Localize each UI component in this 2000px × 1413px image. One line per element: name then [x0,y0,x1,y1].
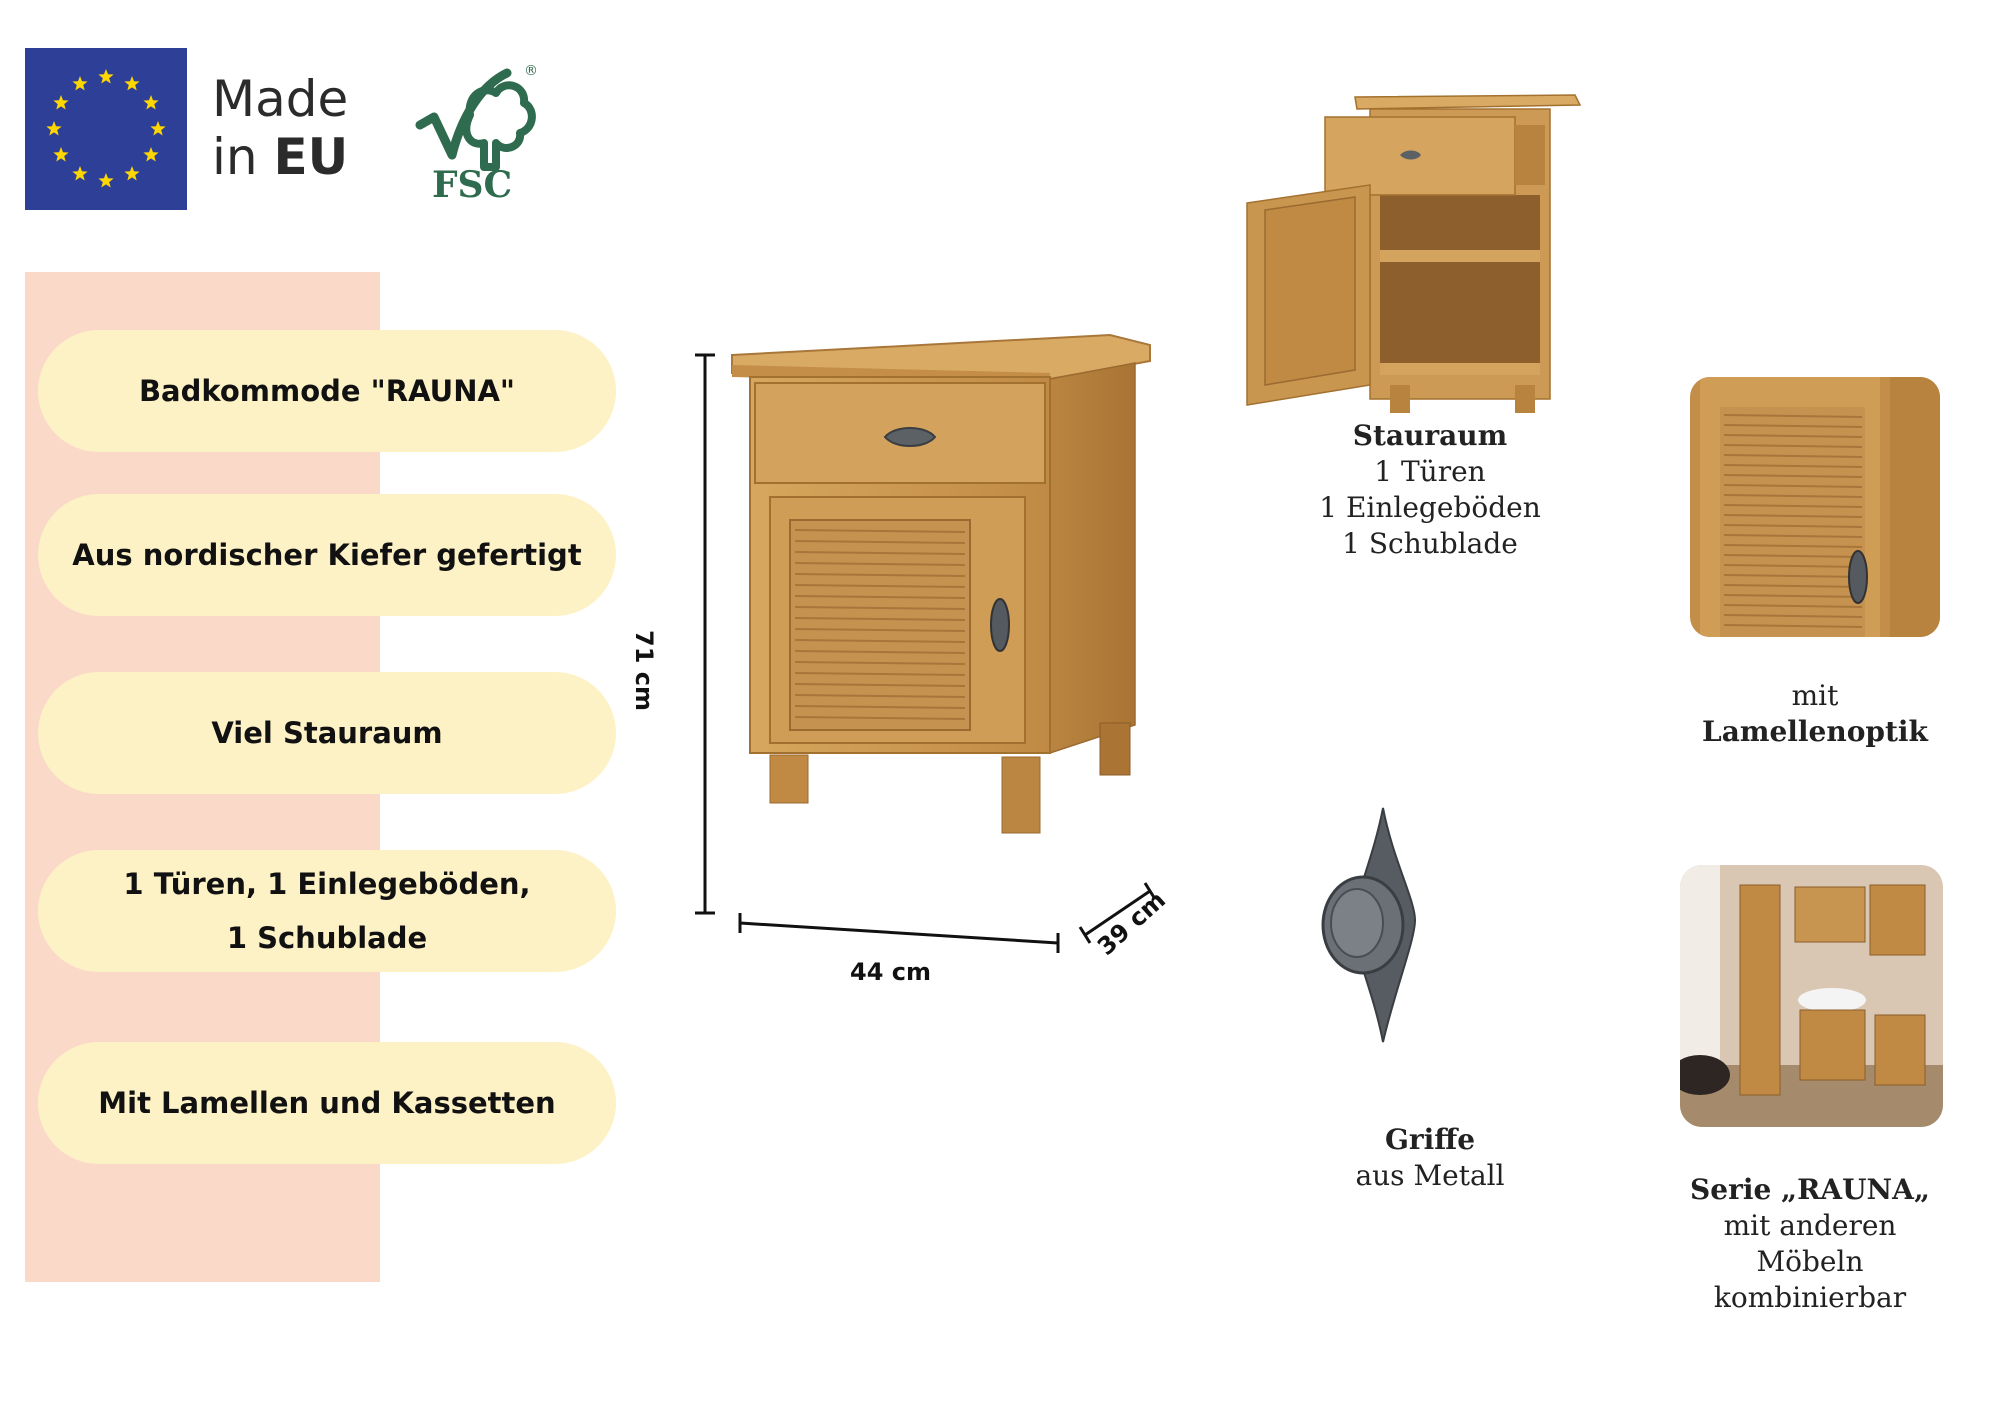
series-caption-line: Möbeln [1756,1245,1864,1278]
fsc-registered-mark: ® [524,63,538,79]
storage-caption-line: 1 Schublade [1342,527,1518,560]
made-in-eu-bold: EU [273,128,349,186]
louver-slat [1723,484,1863,488]
louver-slat [794,661,966,665]
series-caption: Serie „RAUNA„ mit anderen Möbeln kombini… [1660,1172,1960,1316]
louver-slat [794,628,966,632]
louver-slat [1723,614,1863,618]
louver-slat [1723,514,1863,518]
feature-pill-4: 1 Türen, 1 Einlegeböden, 1 Schublade [38,850,616,972]
louver-slat [1723,434,1863,438]
depth-dimension-line [1078,882,1157,944]
series-caption-line: kombinierbar [1713,1281,1907,1314]
louver-slat [794,540,966,544]
louver-caption: mit Lamellenoptik [1675,678,1955,750]
handle-caption: Griffe aus Metall [1280,1122,1580,1194]
louver-slat [1723,544,1863,548]
louver-slat [1723,554,1863,558]
handle-caption-line: aus Metall [1355,1159,1505,1192]
storage-caption-title: Stauraum [1352,419,1508,452]
eu-star-icon [46,121,62,136]
storage-caption: Stauraum 1 Türen 1 Einlegeböden 1 Schubl… [1290,418,1570,562]
made-in-line2: in EU [212,128,348,186]
feature-text: 1 Schublade [226,921,428,955]
eu-star-icon [124,166,140,181]
width-dimension-label: 44 cm [850,958,931,986]
eu-star-icon [53,95,69,110]
eu-star-icon [98,173,114,188]
storage-caption-line: 1 Türen [1374,455,1486,488]
louver-slat [794,683,966,687]
eu-star-icon [72,76,88,91]
feature-pill-2: Aus nordischer Kiefer gefertigt [38,494,616,616]
louver-slat [794,617,966,621]
height-dimension-line [695,353,715,915]
louver-slat [1723,574,1863,578]
louver-slat [794,551,966,555]
feature-text: Badkommode "RAUNA" [138,374,516,408]
louver-slat [1723,464,1863,468]
fsc-tree-icon: ® FSC [415,63,538,206]
storage-caption-line: 1 Einlegeböden [1319,491,1541,524]
louver-slat [1723,424,1863,428]
feature-pill-5: Mit Lamellen und Kassetten [38,1042,616,1164]
cabinet-main-image [690,325,1180,985]
louver-slat [1723,414,1863,418]
louver-slat [794,562,966,566]
louver-slat [794,639,966,643]
made-in-prefix: in [212,128,274,186]
louver-slat [794,716,966,720]
louver-slat [794,573,966,577]
louver-slat [1723,454,1863,458]
louver-caption-title: Lamellenoptik [1702,715,1928,748]
louver-slat [794,650,966,654]
louver-slat [794,606,966,610]
feature-text: Viel Stauraum [211,716,443,750]
louver-slat [1723,474,1863,478]
louver-slat [794,694,966,698]
louver-slat [1723,524,1863,528]
louver-slat [1723,564,1863,568]
louver-slat [1723,624,1863,628]
louver-slat [1723,444,1863,448]
eu-flag-icon [25,48,187,210]
feature-pill-1: Badkommode "RAUNA" [38,330,616,452]
fsc-text: FSC [432,164,512,205]
louver-slat [794,584,966,588]
series-caption-line: mit anderen [1723,1209,1897,1242]
fsc-logo: ® FSC [412,55,542,206]
series-room-image [1680,865,1943,1127]
louver-caption-line: mit [1791,679,1839,712]
louver-slat [794,672,966,676]
feature-pill-3: Viel Stauraum [38,672,616,794]
height-dimension-label: 71 cm [630,630,658,711]
cabinet-open-image [1245,85,1590,415]
louver-slat [794,595,966,599]
louver-slat [1723,534,1863,538]
louver-slat [1723,594,1863,598]
metal-handle-image [1315,800,1425,1050]
made-in-eu-label: Made in EU [212,70,348,186]
louver-slat [1723,494,1863,498]
eu-star-icon [98,69,114,84]
louver-slat [1723,584,1863,588]
louver-detail-image [1690,377,1940,637]
width-dimension-line [738,913,1060,953]
louver-slat [1723,504,1863,508]
eu-star-icon [150,121,166,136]
louver-slat [1723,604,1863,608]
eu-star-icon [124,76,140,91]
louver-slat [794,529,966,533]
eu-star-icon [53,147,69,162]
made-in-line1: Made [212,70,349,128]
feature-text: 1 Türen, 1 Einlegeböden, [123,867,531,901]
louver-slat [794,705,966,709]
handle-caption-title: Griffe [1384,1123,1476,1156]
eu-star-icon [143,147,159,162]
series-caption-title: Serie „RAUNA„ [1690,1173,1930,1206]
feature-text: Aus nordischer Kiefer gefertigt [72,538,582,572]
eu-star-icon [72,166,88,181]
feature-text: Mit Lamellen und Kassetten [98,1086,556,1120]
eu-star-icon [143,95,159,110]
